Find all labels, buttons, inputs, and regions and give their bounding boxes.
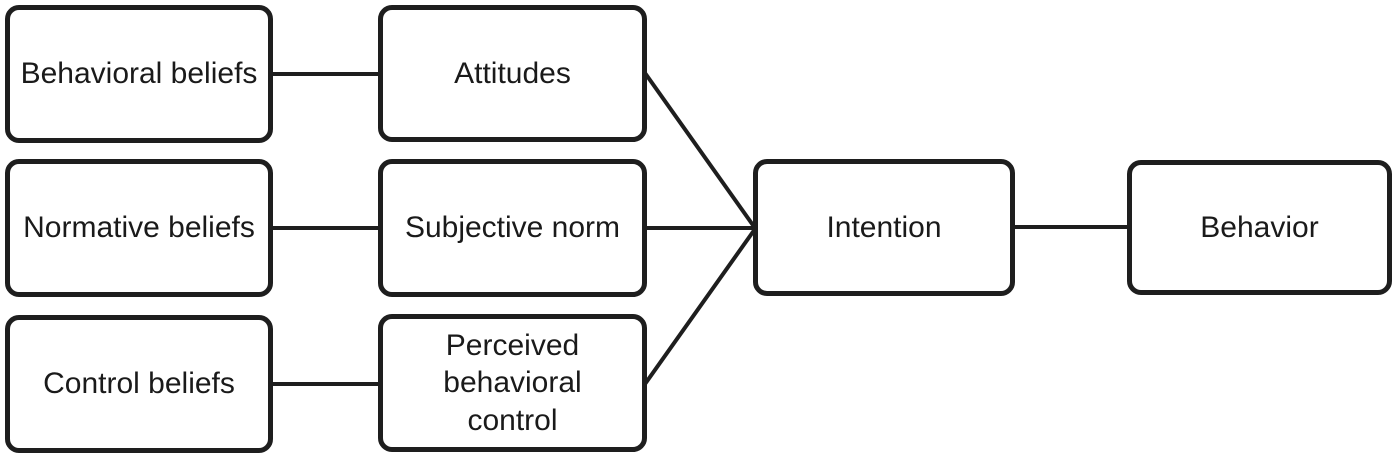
node-label-behavioral-beliefs: Behavioral beliefs [20, 57, 258, 91]
node-normative-beliefs: Normative beliefs [5, 159, 273, 297]
node-label-attitudes: Attitudes [454, 56, 571, 90]
node-label-perceived-behavioral-control: Perceived behavioral control [443, 328, 582, 437]
node-intention: Intention [753, 159, 1015, 296]
edge-attitudes-to-intention [643, 71, 757, 230]
node-label-intention: Intention [826, 210, 942, 244]
node-label-control-beliefs: Control beliefs [43, 367, 235, 401]
node-attitudes: Attitudes [378, 5, 647, 142]
node-perceived-behavioral-control: Perceived behavioral control [378, 314, 647, 452]
node-label-subjective-norm: Subjective norm [404, 211, 621, 245]
node-label-normative-beliefs: Normative beliefs [23, 211, 255, 245]
node-subjective-norm: Subjective norm [378, 159, 647, 297]
node-behavior: Behavior [1127, 160, 1392, 295]
node-behavioral-beliefs: Behavioral beliefs [5, 5, 273, 143]
edge-perceived-behavioral-control-to-intention [643, 227, 757, 386]
node-control-beliefs: Control beliefs [5, 315, 273, 453]
node-label-behavior: Behavior [1200, 210, 1319, 244]
